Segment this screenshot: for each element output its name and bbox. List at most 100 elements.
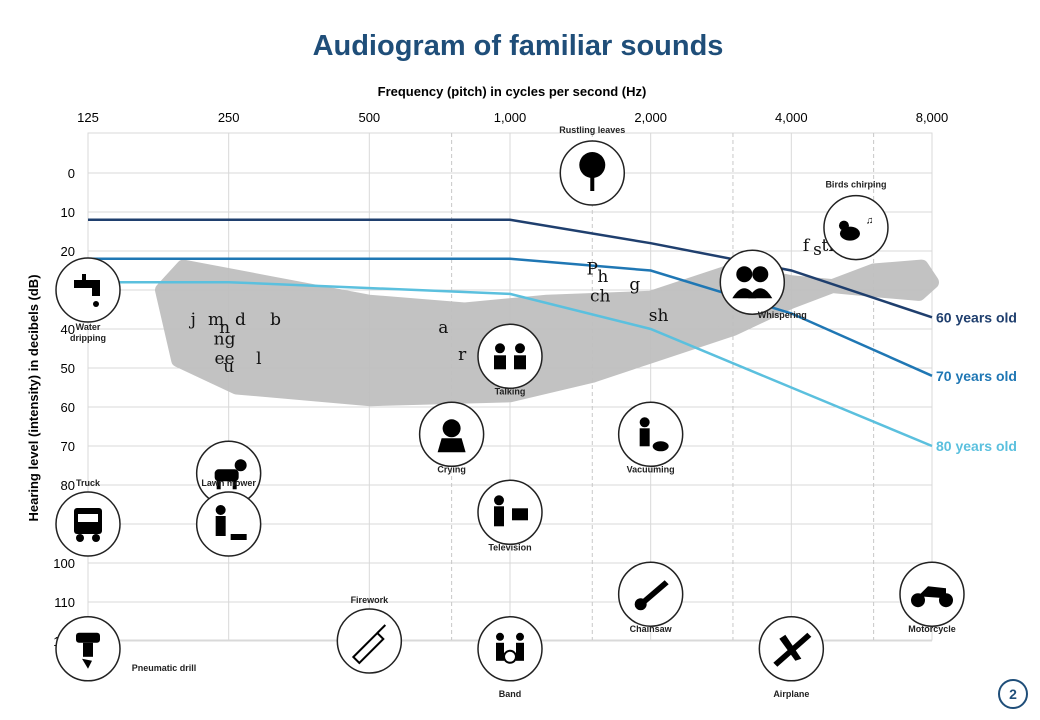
person-head [752, 266, 769, 283]
bird-icon [823, 194, 889, 261]
person-head [736, 266, 753, 283]
y-tick-label: 80 [61, 478, 75, 493]
speech-sound-letter: h [597, 267, 608, 287]
faucet-spout [92, 280, 100, 296]
speech-sound-letter: ch [590, 287, 611, 307]
sound-label: Chainsaw [630, 624, 673, 634]
sound-marker: Motorcycle [899, 561, 965, 634]
speech-sound-letter: g [629, 275, 640, 295]
plot-area: 01020304050607080901001101201252505001,0… [53, 110, 1017, 699]
series-line [88, 280, 933, 448]
lawn-mower-icon [195, 491, 262, 557]
y-tick-label: 100 [53, 556, 75, 571]
series-line [88, 257, 933, 377]
speech-sound-letter: ee [215, 349, 235, 369]
person-body [437, 438, 466, 453]
speech-sound-letter: m [208, 310, 224, 330]
y-tick-label: 20 [61, 244, 75, 259]
sound-marker: Airplane [758, 616, 825, 699]
person-head [215, 505, 226, 515]
sound-marker: Chainsaw [617, 561, 684, 634]
person-body [494, 355, 506, 370]
y-tick-label: 70 [61, 439, 75, 454]
speech-sound-letter: P [587, 259, 598, 279]
sound-label: Crying [437, 464, 466, 474]
speech-sound-letter: r [458, 345, 467, 365]
truck-wheel [76, 534, 84, 542]
sound-label: Band [499, 689, 522, 699]
sound-label: Firework [351, 595, 390, 605]
speech-sound-letter: l [256, 349, 261, 369]
tree-trunk [590, 173, 595, 191]
water-drop [93, 301, 99, 307]
bird-head [838, 220, 849, 231]
chainsaw-handle [634, 598, 647, 611]
sound-marker: Whispering [719, 249, 807, 320]
sound-marker: Television [477, 479, 543, 552]
series-label: 80 years old [936, 438, 1017, 454]
person-head [495, 343, 505, 354]
firework-rocket [351, 631, 385, 665]
page-number: 2 [998, 679, 1028, 709]
sound-label: Motorcycle [908, 624, 956, 634]
drill-spark [82, 658, 92, 669]
person-body [748, 288, 773, 299]
x-tick-label: 1,000 [494, 110, 527, 125]
sound-label: Airplane [773, 689, 809, 699]
musician-body [516, 642, 524, 661]
television-icon [477, 479, 543, 546]
x-tick-label: 125 [77, 110, 99, 125]
speech-sound-letter: f [803, 236, 811, 256]
dog-head [234, 459, 247, 472]
truck-window [78, 514, 98, 522]
drum [503, 649, 517, 664]
sound-label: Television [488, 542, 531, 552]
tv-screen [512, 508, 528, 521]
y-tick-label: 0 [68, 166, 75, 181]
dog-leg [216, 479, 221, 490]
motorcycle-wheel [911, 593, 925, 608]
speech-sound-letter: b [270, 310, 281, 330]
person-head [639, 417, 650, 428]
motorcycle-body [918, 586, 946, 599]
sound-label: Birds chirping [825, 180, 886, 190]
drill-handle [76, 632, 100, 643]
music-note: ♫ [866, 216, 874, 227]
person-body [514, 355, 526, 370]
series-label: 60 years old [936, 309, 1017, 325]
talking-icon [477, 323, 543, 390]
person-head [515, 343, 525, 354]
sound-label: Whispering [758, 310, 807, 320]
faucet-body [74, 280, 96, 288]
x-tick-label: 250 [218, 110, 240, 125]
speech-sound-letter: ng [214, 330, 236, 350]
y-tick-label: 10 [61, 205, 75, 220]
y-tick-label: 60 [61, 400, 75, 415]
speech-sound-letter: a [438, 318, 448, 338]
musician-head [496, 632, 504, 641]
speech-sound-letter: j [189, 310, 196, 330]
sound-label: Water [76, 322, 101, 332]
x-tick-label: 4,000 [775, 110, 808, 125]
sound-label: Lawn mower [201, 478, 256, 488]
band-icon [477, 616, 543, 682]
mower-body [230, 534, 247, 540]
sound-marker: Lawn mower [195, 478, 262, 557]
truck-wheel [92, 534, 100, 542]
vacuum-icon [617, 401, 684, 468]
y-tick-label: 40 [61, 322, 75, 337]
sound-marker: Pneumatic drill [55, 616, 196, 682]
chart-title: Audiogram of familiar sounds [313, 30, 724, 62]
speech-sound-letter: sh [649, 306, 669, 326]
people-icon [719, 249, 786, 315]
y-tick-label: 110 [54, 595, 75, 610]
sound-marker: Rustling leaves [559, 125, 625, 206]
firework-tip [376, 624, 387, 634]
person-body [639, 428, 650, 447]
x-tick-label: 500 [358, 110, 380, 125]
sound-label: Talking [495, 386, 526, 396]
sound-marker: Truck [55, 478, 121, 557]
sound-label: dripping [70, 333, 106, 343]
speech-sound-letter: d [235, 310, 246, 330]
